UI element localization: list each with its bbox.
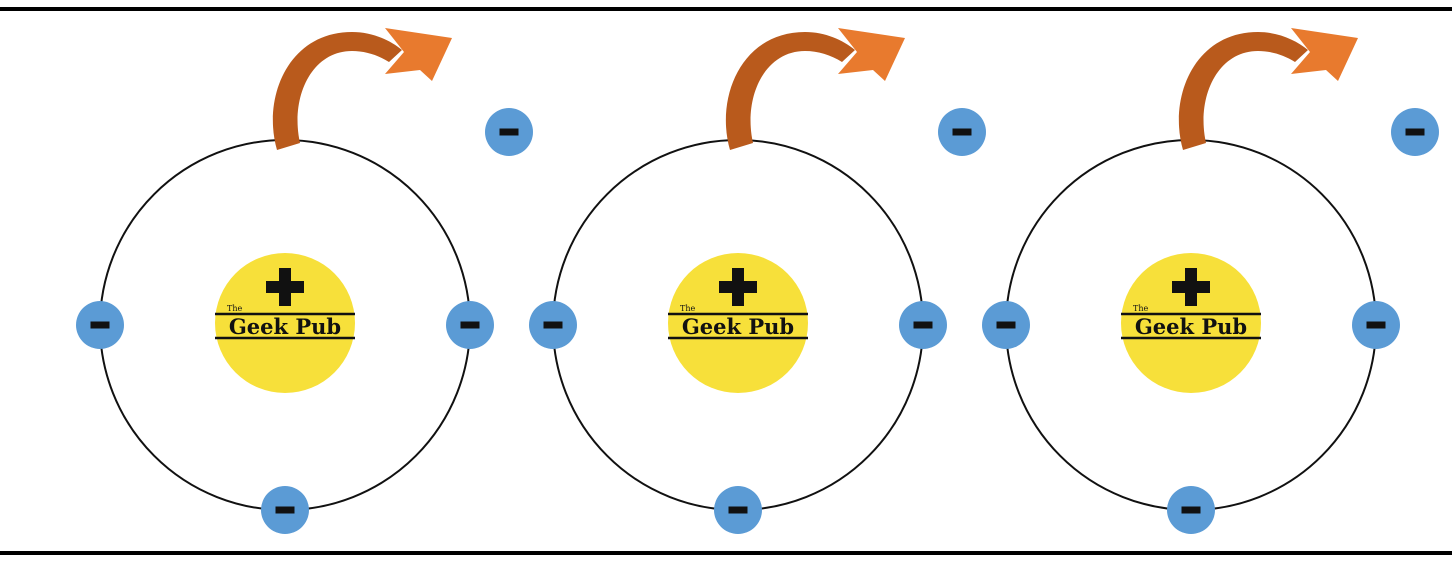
nucleus-circle [215, 253, 355, 393]
electron-1-1 [76, 301, 124, 349]
logo-name-text: Geek Pub [682, 314, 794, 339]
arrow-shaft [272, 32, 402, 150]
minus-sign-icon [1181, 506, 1201, 514]
ejection-arrow-icon [1178, 28, 1358, 150]
minus-sign-icon [499, 128, 519, 136]
electron-2-2 [899, 301, 947, 349]
arrow-shaft [725, 32, 855, 150]
minus-sign-icon [1366, 321, 1386, 329]
minus-sign-icon [460, 321, 480, 329]
logo-the-text: The [227, 304, 242, 313]
logo-name-text: Geek Pub [1135, 314, 1247, 339]
electron-3-ejected [1391, 108, 1439, 156]
electron-1-ejected [485, 108, 533, 156]
minus-sign-icon [543, 321, 563, 329]
minus-sign-icon [952, 128, 972, 136]
nucleus-circle [1121, 253, 1261, 393]
plus-sign-icon [1172, 268, 1210, 306]
minus-sign-icon [1405, 128, 1425, 136]
minus-sign-icon [275, 506, 295, 514]
electron-3-3 [1167, 486, 1215, 534]
logo-name-text: Geek Pub [229, 314, 341, 339]
electron-1-3 [261, 486, 309, 534]
electron-3-1 [982, 301, 1030, 349]
arrow-head [838, 28, 905, 81]
electron-1-2 [446, 301, 494, 349]
ejection-arrow-icon [725, 28, 905, 150]
ejection-arrow-icon [272, 28, 452, 150]
minus-sign-icon [728, 506, 748, 514]
logo-the-text: The [680, 304, 695, 313]
plus-sign-icon [266, 268, 304, 306]
nucleus-circle [668, 253, 808, 393]
electron-2-3 [714, 486, 762, 534]
arrow-head [385, 28, 452, 81]
electron-3-2 [1352, 301, 1400, 349]
logo-the-text: The [1133, 304, 1148, 313]
electron-2-ejected [938, 108, 986, 156]
arrow-head [1291, 28, 1358, 81]
minus-sign-icon [90, 321, 110, 329]
electron-2-1 [529, 301, 577, 349]
plus-sign-icon [719, 268, 757, 306]
minus-sign-icon [996, 321, 1016, 329]
minus-sign-icon [913, 321, 933, 329]
arrow-shaft [1178, 32, 1308, 150]
